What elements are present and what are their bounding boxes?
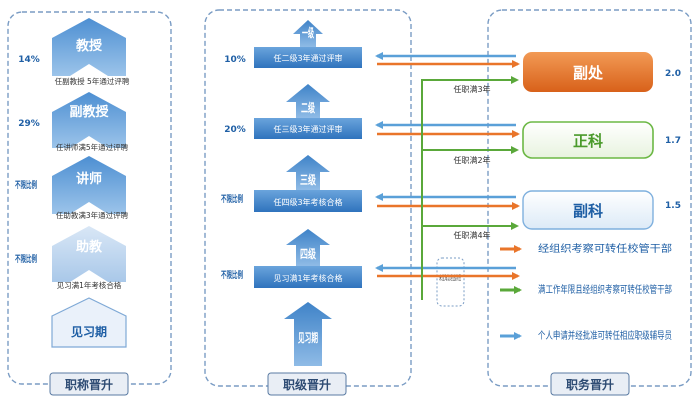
- svg-text:正科: 正科: [573, 132, 603, 150]
- post-deputy-section-chief: 副科 1.5: [522, 190, 681, 230]
- tenure-label-4y: 任职满4年: [453, 230, 490, 240]
- svg-text:满工作年限且经组织考察可转任校管干部: 满工作年限且经组织考察可转任校管干部: [538, 283, 672, 296]
- svg-text:讲师: 讲师: [76, 171, 102, 187]
- svg-text:10%: 10%: [224, 55, 246, 65]
- svg-text:20%: 20%: [224, 125, 246, 135]
- svg-text:副教授: 副教授: [69, 104, 109, 120]
- svg-text:1.5: 1.5: [665, 201, 681, 211]
- tenure-label-3y: 任职满3年: [453, 84, 490, 94]
- legend-green: 满工作年限且经组织考察可转任校管干部: [500, 283, 672, 296]
- tenure-label-2y: 任职满2年: [453, 155, 490, 165]
- svg-text:四级: 四级: [300, 246, 316, 261]
- svg-text:二级: 二级: [301, 100, 315, 115]
- svg-text:见习期: 见习期: [71, 324, 107, 339]
- connector-arrows: [375, 52, 520, 300]
- svg-text:14%: 14%: [18, 55, 40, 65]
- svg-text:职称晋升: 职称晋升: [65, 377, 113, 392]
- svg-text:不限比例: 不限比例: [221, 193, 243, 205]
- svg-text:不限比例: 不限比例: [15, 253, 37, 265]
- post-panel-label: 职务晋升: [550, 372, 630, 396]
- svg-text:任二级3年通过评审: 任二级3年通过评审: [273, 53, 342, 63]
- svg-text:任副教授 5年通过评聘: 任副教授 5年通过评聘: [55, 76, 130, 86]
- svg-text:1.7: 1.7: [665, 136, 681, 146]
- svg-text:职级晋升: 职级晋升: [283, 377, 331, 392]
- svg-text:教授: 教授: [75, 38, 103, 54]
- elimination-note: 未位淘汰退出队伍: [436, 257, 465, 307]
- rank-level-1: 一级 任二级3年通过评审 10%: [224, 20, 362, 68]
- legend-orange: 经组织考察可转任校管干部: [500, 242, 672, 255]
- svg-text:未位淘汰退出队伍: 未位淘汰退出队伍: [439, 273, 461, 282]
- rank-level-3: 三级 任四级3年考核合格 不限比例: [221, 155, 362, 212]
- svg-text:见习满1年考核合格: 见习满1年考核合格: [273, 273, 342, 283]
- title-level-professor: 教授 任副教授 5年通过评聘 14%: [18, 18, 130, 86]
- title-level-associate-professor: 副教授 任讲师满5年通过评聘 29%: [18, 92, 129, 152]
- svg-text:见习期: 见习期: [298, 330, 318, 345]
- title-panel: [7, 11, 172, 385]
- svg-text:任三级3年通过评审: 任三级3年通过评审: [273, 124, 342, 134]
- svg-text:任四级3年考核合格: 任四级3年考核合格: [273, 197, 342, 207]
- post-section-chief: 正科 1.7: [522, 121, 681, 159]
- svg-text:个人申请并经批准可转任相应职级辅导员: 个人申请并经批准可转任相应职级辅导员: [538, 329, 672, 342]
- rank-level-2: 二级 任三级3年通过评审 20%: [224, 84, 362, 139]
- svg-text:副科: 副科: [573, 202, 603, 220]
- title-panel-label: 职称晋升: [49, 372, 129, 396]
- post-deputy-director: 副处 2.0: [523, 52, 681, 92]
- svg-text:职务晋升: 职务晋升: [566, 377, 614, 392]
- svg-text:不限比例: 不限比例: [221, 269, 243, 281]
- svg-text:见习满1年考核合格: 见习满1年考核合格: [57, 280, 122, 290]
- svg-text:三级: 三级: [300, 172, 316, 187]
- rank-level-4: 四级 见习满1年考核合格 不限比例: [221, 229, 362, 288]
- svg-text:一级: 一级: [302, 25, 314, 40]
- svg-text:任助教满3年通过评聘: 任助教满3年通过评聘: [56, 210, 129, 220]
- svg-text:2.0: 2.0: [665, 69, 681, 79]
- svg-text:29%: 29%: [18, 119, 40, 129]
- svg-text:副处: 副处: [573, 64, 604, 82]
- svg-text:助教: 助教: [76, 239, 103, 255]
- title-level-probation: 见习期: [51, 297, 127, 348]
- title-level-lecturer: 讲师 任助教满3年通过评聘 不限比例: [15, 156, 129, 220]
- legend-blue: 个人申请并经批准可转任相应职级辅导员: [500, 329, 672, 342]
- title-level-teaching-assistant: 助教 见习满1年考核合格 不限比例: [15, 226, 126, 290]
- svg-text:任讲师满5年通过评聘: 任讲师满5年通过评聘: [56, 142, 129, 152]
- rank-level-probation: 见习期: [284, 302, 332, 366]
- rank-panel-label: 职级晋升: [267, 372, 347, 396]
- svg-text:经组织考察可转任校管干部: 经组织考察可转任校管干部: [538, 242, 672, 255]
- svg-text:不限比例: 不限比例: [15, 179, 37, 191]
